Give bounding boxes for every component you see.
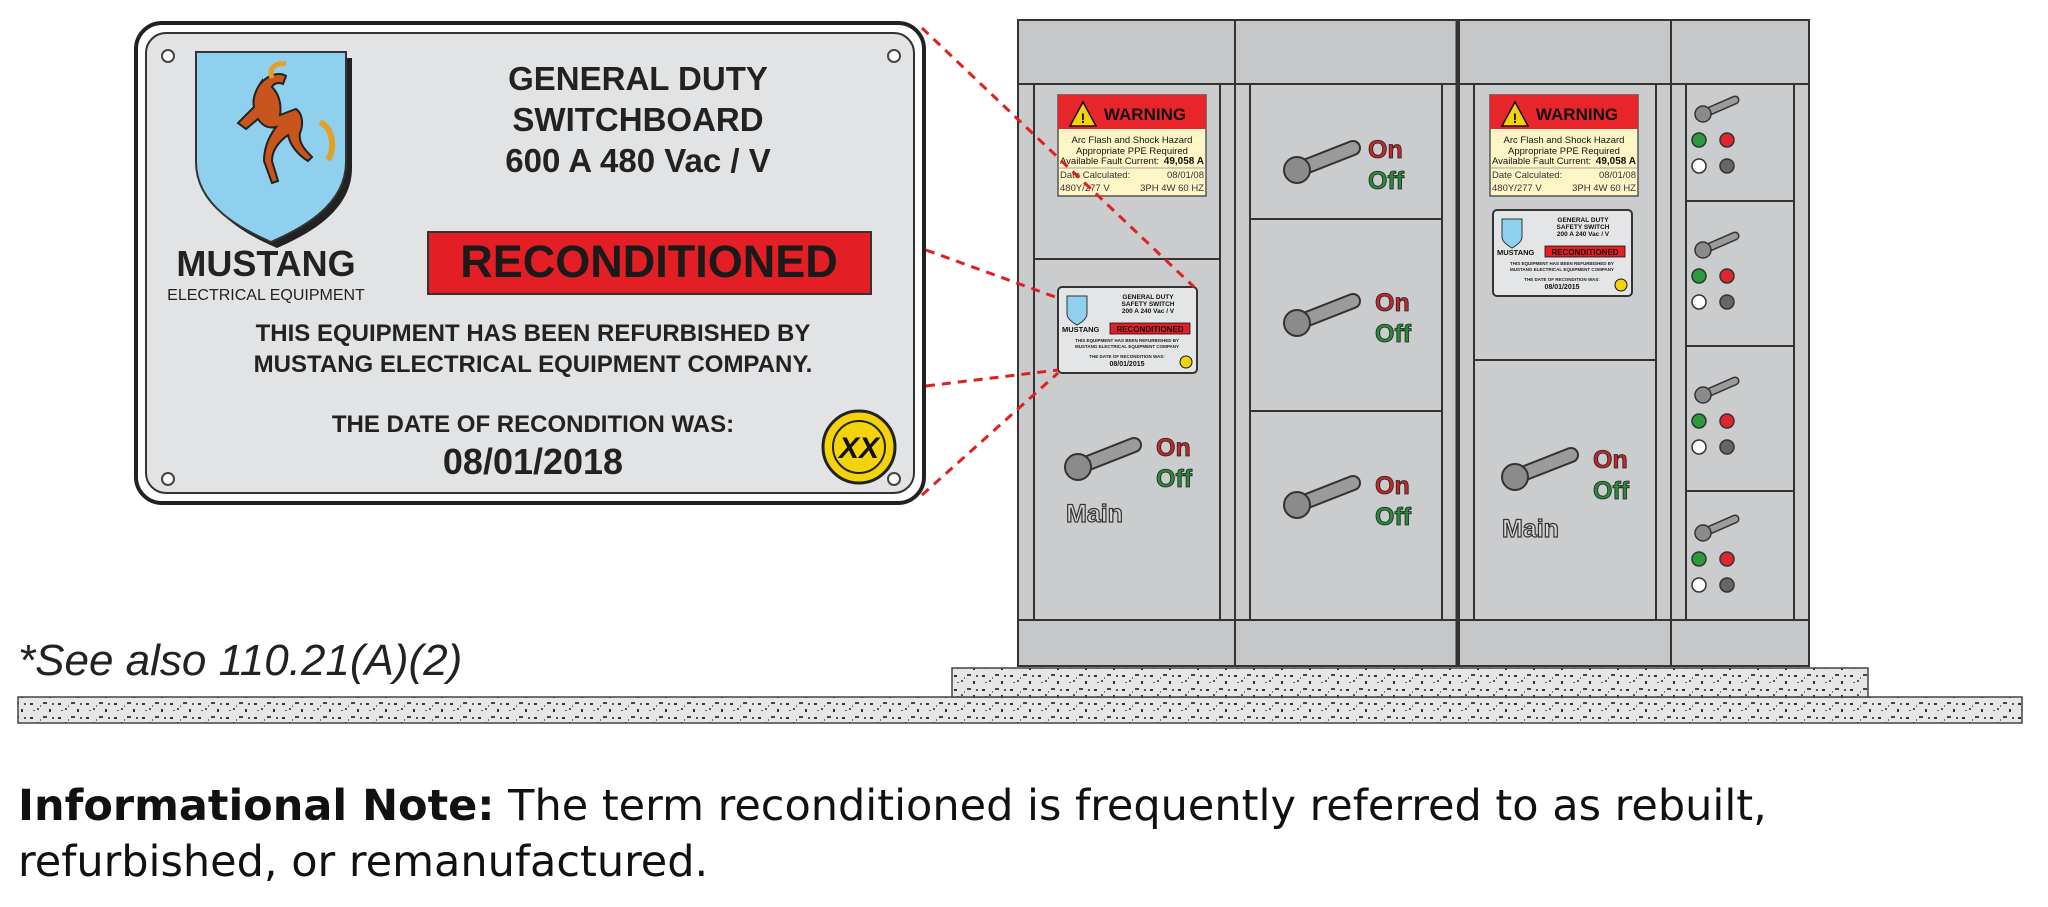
main-label: Main: [1502, 515, 1559, 543]
warning-date-value: 08/01/08: [1167, 170, 1204, 181]
handle-main-right: [1501, 447, 1579, 491]
reconditioned-banner: [427, 231, 872, 295]
warning-fault-value: 49,058 A: [1596, 156, 1636, 167]
certification-seal: XX: [821, 409, 897, 485]
handle-col2-bottom: [1283, 475, 1361, 519]
breaker-4: [1691, 514, 1740, 593]
see-also-reference: *See also 110.21(A)(2): [18, 636, 463, 685]
small-label-line3: 200 A 240 Vac / V: [1557, 231, 1610, 238]
mustang-logo: [195, 51, 352, 248]
on-label: On: [1375, 472, 1410, 500]
small-label-refurb1: THIS EQUIPMENT HAS BEEN REFURBISHED BY: [1510, 261, 1614, 266]
small-label-refurb2: MUSTANG ELECTRICAL EQUIPMENT COMPANY: [1075, 344, 1179, 349]
brand-name: MUSTANG: [176, 243, 355, 284]
warning-label-right: ! WARNING Arc Flash and Shock Hazard App…: [1489, 94, 1639, 197]
warning-date-value: 08/01/08: [1599, 170, 1636, 181]
brand-subtitle: ELECTRICAL EQUIPMENT: [167, 287, 365, 304]
main-label: Main: [1066, 500, 1123, 528]
off-label: Off: [1156, 465, 1193, 493]
small-label-date: 08/01/2015: [1109, 361, 1144, 368]
warning-title: WARNING: [1104, 105, 1186, 124]
reconditioned-banner-text: RECONDITIONED: [460, 236, 838, 287]
small-label-banner: RECONDITIONED: [1116, 325, 1183, 334]
breaker-3: [1691, 376, 1740, 455]
reconditioned-sign: MUSTANG ELECTRICAL EQUIPMENT GENERAL DUT…: [134, 21, 926, 505]
handle-col2-top: [1283, 140, 1361, 184]
warning-date-label: Date Calculated:: [1492, 170, 1562, 181]
small-recondition-label-right: GENERAL DUTY SAFETY SWITCH 200 A 240 Vac…: [1492, 209, 1633, 297]
warning-phase: 3PH 4W 60 HZ: [1140, 183, 1204, 194]
informational-note-label: Informational Note:: [18, 781, 495, 831]
refurbished-line1: THIS EQUIPMENT HAS BEEN REFURBISHED BY: [256, 320, 811, 347]
small-recondition-label-left: GENERAL DUTY SAFETY SWITCH 200 A 240 Vac…: [1057, 286, 1198, 374]
on-label: On: [1593, 446, 1628, 474]
off-label: Off: [1368, 167, 1405, 195]
warning-line1: Arc Flash and Shock Hazard: [1072, 135, 1193, 146]
svg-text:!: !: [1081, 110, 1086, 126]
warning-voltage: 480Y/277 V: [1060, 183, 1110, 194]
sign-title-line3: 600 A 480 Vac / V: [505, 142, 770, 179]
warning-phase: 3PH 4W 60 HZ: [1572, 183, 1636, 194]
warning-title: WARNING: [1536, 105, 1618, 124]
seal-text: XX: [837, 432, 881, 465]
sign-title-line1: GENERAL DUTY: [508, 60, 768, 97]
warning-fault-label: Available Fault Current:: [1060, 156, 1159, 167]
small-label-line2: SAFETY SWITCH: [1122, 301, 1175, 308]
warning-fault-label: Available Fault Current:: [1492, 156, 1591, 167]
recondition-date-title: THE DATE OF RECONDITION WAS:: [332, 411, 734, 438]
small-label-date: 08/01/2015: [1544, 284, 1579, 291]
floor-slab: [17, 696, 2023, 724]
off-label: Off: [1593, 477, 1630, 505]
small-label-date-title: THE DATE OF RECONDITION WAS:: [1089, 354, 1165, 359]
warning-fault-value: 49,058 A: [1164, 156, 1204, 167]
callout-lines: [920, 26, 1196, 497]
on-label: On: [1156, 434, 1191, 462]
small-label-line2: SAFETY SWITCH: [1557, 224, 1610, 231]
small-label-banner: RECONDITIONED: [1551, 248, 1618, 257]
informational-note-text: The term reconditioned is frequently ref…: [18, 781, 1767, 887]
informational-note: Informational Note: The term recondition…: [18, 778, 2028, 890]
small-label-line3: 200 A 240 Vac / V: [1122, 308, 1175, 315]
warning-line2: Appropriate PPE Required: [1076, 146, 1188, 157]
warning-line1: Arc Flash and Shock Hazard: [1504, 135, 1625, 146]
warning-voltage: 480Y/277 V: [1492, 183, 1542, 194]
small-label-refurb1: THIS EQUIPMENT HAS BEEN REFURBISHED BY: [1075, 338, 1179, 343]
on-label: On: [1368, 136, 1403, 164]
svg-text:!: !: [1513, 110, 1518, 126]
handle-col2-mid: [1283, 293, 1361, 337]
warning-date-label: Date Calculated:: [1060, 170, 1130, 181]
small-label-brand: MUSTANG: [1062, 325, 1100, 334]
small-label-refurb2: MUSTANG ELECTRICAL EQUIPMENT COMPANY: [1510, 267, 1614, 272]
small-label-line1: GENERAL DUTY: [1122, 294, 1174, 301]
off-label: Off: [1375, 503, 1412, 531]
small-label-brand: MUSTANG: [1497, 248, 1535, 257]
breaker-1: [1691, 95, 1740, 174]
recondition-date: 08/01/2018: [443, 441, 623, 482]
breaker-2: [1691, 231, 1740, 310]
small-label-line1: GENERAL DUTY: [1557, 217, 1609, 224]
sign-title-line2: SWITCHBOARD: [512, 101, 763, 138]
handle-main-left: [1064, 437, 1142, 481]
refurbished-line2: MUSTANG ELECTRICAL EQUIPMENT COMPANY.: [254, 351, 813, 378]
small-label-date-title: THE DATE OF RECONDITION WAS:: [1524, 277, 1600, 282]
on-label: On: [1375, 289, 1410, 317]
warning-label-left: ! WARNING Arc Flash and Shock Hazard App…: [1057, 94, 1207, 197]
equipment-pad: [951, 667, 1869, 698]
off-label: Off: [1375, 320, 1412, 348]
warning-line2: Appropriate PPE Required: [1508, 146, 1620, 157]
